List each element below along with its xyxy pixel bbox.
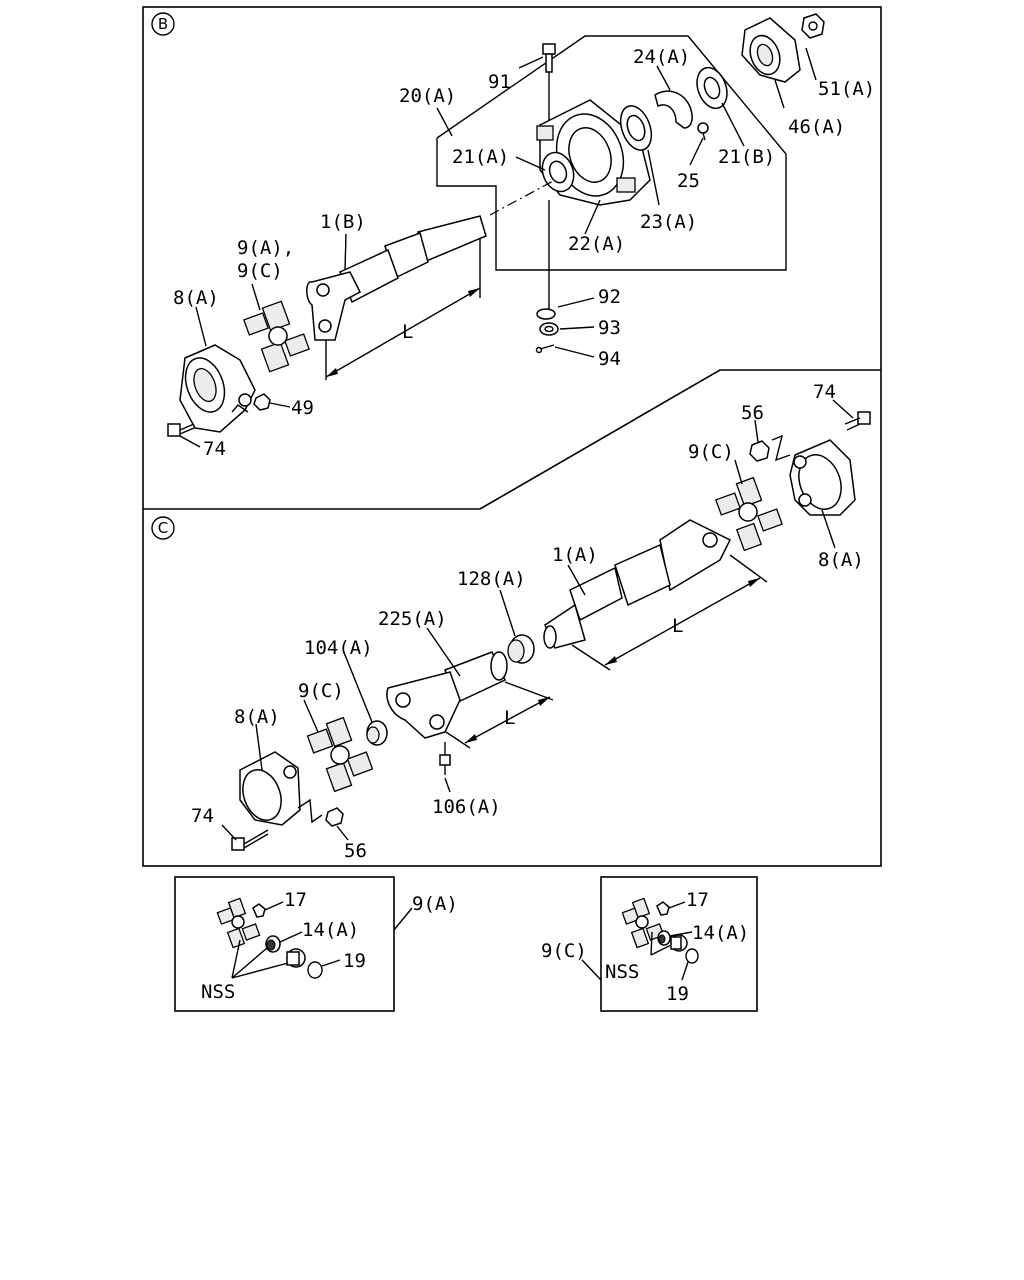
- nut-93: [539, 322, 559, 336]
- part-label-marker: B: [158, 15, 168, 33]
- seal-21a: [541, 151, 575, 193]
- centerline-b: [489, 179, 556, 216]
- labels-c: 74 56 9(C) 8(A) 1(A) 128(A) 225(A) L 104…: [191, 381, 864, 862]
- part-label-b-9a-9c-line1: 9(A),: [237, 237, 294, 259]
- part-label-p17: 17: [284, 889, 307, 911]
- slip-yoke-225a: [386, 651, 508, 739]
- nut-56-c-top: [749, 440, 770, 462]
- bolt-74-c-top: [844, 411, 871, 431]
- part-label-b-25: 25: [677, 170, 700, 192]
- part-label-b-23a: 23(A): [640, 211, 697, 233]
- part-label-b-93: 93: [598, 317, 621, 339]
- part-label-b-49: 49: [291, 397, 314, 419]
- bolt-line-c: [297, 798, 323, 824]
- bearing-23a: [619, 105, 653, 151]
- nut-56-c: [325, 807, 344, 827]
- part-label-b-L: L: [402, 321, 413, 343]
- leaders-c: [221, 399, 854, 841]
- part-label-b-22a: 22(A): [568, 233, 625, 255]
- part-label-c-225a: 225(A): [378, 608, 447, 630]
- part-label-b-51a: 51(A): [818, 78, 875, 100]
- part-label-c-74-top: 74: [813, 381, 836, 403]
- bolt-line-c-top: [771, 434, 791, 462]
- propeller-shaft-1b: [306, 215, 487, 341]
- labels-b: 91 24(A) 20(A) 51(A) 46(A) 21(A) 21(B) 2…: [173, 46, 875, 460]
- part-label-b-8a: 8(A): [173, 287, 219, 309]
- part-label-b-91: 91: [488, 71, 511, 93]
- washer-92: [536, 308, 556, 320]
- part-label-p19: 19: [666, 983, 689, 1005]
- part-label-p19: 19: [343, 950, 366, 972]
- section-marker-b: B: [151, 12, 175, 36]
- cotter-pin-94: [535, 344, 555, 354]
- main-frame: [142, 6, 882, 867]
- part-label-c-9c: 9(C): [298, 680, 344, 702]
- part-label-b-20a: 20(A): [399, 85, 456, 107]
- bracket-24a: [654, 90, 693, 129]
- part-label-nss: NSS: [605, 961, 639, 983]
- companion-flange-46a: [741, 17, 801, 83]
- part-label-b-94: 94: [598, 348, 621, 370]
- part-label-c-8a-right: 8(A): [818, 549, 864, 571]
- part-label-b-46a: 46(A): [788, 116, 845, 138]
- leaders-b: [179, 47, 817, 448]
- part-label-title: 9(C): [541, 940, 587, 962]
- seal-21b: [696, 66, 728, 110]
- part-label-p17: 17: [686, 889, 709, 911]
- universal-joint-9a-b: [243, 300, 310, 373]
- part-label-c-74: 74: [191, 805, 214, 827]
- dimension-l-c-upper: [571, 554, 768, 671]
- part-label-b-1b: 1(B): [320, 211, 366, 233]
- nut-49: [253, 393, 271, 411]
- nut-51a: [801, 13, 825, 39]
- section-marker-c: C: [151, 516, 175, 540]
- flange-yoke-8a-c-right: [789, 439, 856, 516]
- grease-nipple-25: [697, 122, 709, 141]
- flange-yoke-8a-b: [179, 344, 256, 433]
- dimension-l-b: [325, 238, 481, 380]
- flange-yoke-8a-c-left: [239, 751, 301, 826]
- universal-joint-9c-c: [306, 716, 374, 793]
- seal-104a: [366, 720, 388, 746]
- part-label-b-21a: 21(A): [452, 146, 509, 168]
- part-label-c-56: 56: [344, 840, 367, 862]
- part-label-b-9a-9c-line2: 9(C): [237, 260, 283, 282]
- part-label-c-L-upper: L: [672, 615, 683, 637]
- part-label-c-104a: 104(A): [304, 637, 373, 659]
- ring-128a: [507, 634, 535, 664]
- bolt-line-b: [231, 404, 249, 413]
- dimension-l-c-lower: [445, 681, 554, 749]
- inset-9a: 17 14(A) 19 NSS 9(A): [174, 876, 458, 1012]
- part-label-b-74: 74: [203, 438, 226, 460]
- universal-joint-9c-c-top: [715, 476, 783, 552]
- part-label-c-56-top: 56: [741, 402, 764, 424]
- inset-9c: 17 14(A) 19 NSS 9(C): [541, 876, 758, 1012]
- part-label-title: 9(A): [412, 893, 458, 915]
- part-label-c-L-lower: L: [504, 707, 515, 729]
- bolt-74-b: [167, 423, 195, 437]
- bolt-74-c: [231, 829, 269, 851]
- part-label-p14a: 14(A): [692, 922, 749, 944]
- part-label-b-92: 92: [598, 286, 621, 308]
- part-label-c-106a: 106(A): [432, 796, 501, 818]
- part-label-c-9c-top: 9(C): [688, 441, 734, 463]
- part-label-c-128a: 128(A): [457, 568, 526, 590]
- center-bearing-assembly-box: [436, 35, 787, 271]
- part-label-b-21b: 21(B): [718, 146, 775, 168]
- part-label-b-24a: 24(A): [633, 46, 690, 68]
- part-label-c-1a: 1(A): [552, 544, 598, 566]
- part-label-p14a: 14(A): [302, 919, 359, 941]
- part-label-marker: C: [158, 519, 168, 537]
- part-label-c-8a-left: 8(A): [234, 706, 280, 728]
- part-label-nss: NSS: [201, 981, 235, 1003]
- propeller-shaft-1a: [543, 519, 732, 649]
- grease-nipple-106a: [439, 742, 451, 775]
